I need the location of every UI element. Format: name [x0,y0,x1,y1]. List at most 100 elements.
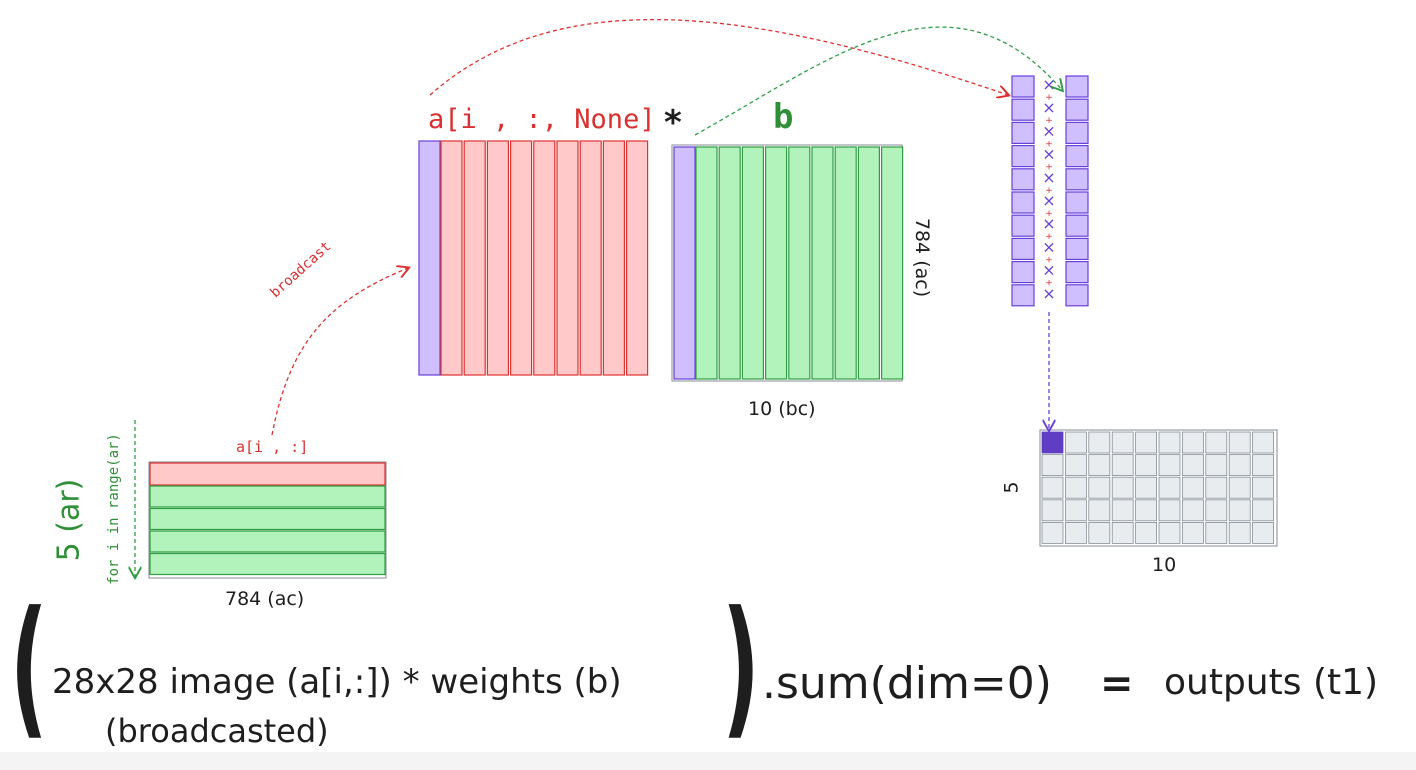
output-cell [1252,431,1274,454]
a-slice-3d-label: a[i , :, None] [428,104,656,135]
output-cell [1158,522,1181,544]
output-cell [1065,454,1087,477]
output-cell [1041,522,1064,544]
output-cell [1135,522,1157,544]
output-cell [1252,522,1274,544]
a-row [149,530,386,553]
b-rows-label: 784 (ac) [911,217,934,298]
output-rows-label: 5 [1000,481,1023,494]
right-product-cell [1065,214,1089,237]
b-weight-column [857,146,881,380]
output-cell [1041,454,1064,477]
output-cell [1065,522,1087,544]
b-weight-column [811,146,834,380]
right-product-cell [1065,261,1089,284]
a-row-label: a[i , :] [236,438,309,456]
green-curved-arrow [694,26,1062,136]
equals-sign: = [1100,661,1134,707]
output-cell [1158,476,1181,499]
multiply-cross: × [1042,121,1055,140]
b-weight-column [718,146,741,380]
b-weight-column [788,146,811,380]
output-cell [1088,454,1111,477]
output-cell [1065,431,1087,454]
output-cell [1228,476,1251,499]
a-broadcast-column [486,140,509,376]
add-plus: + [1045,93,1053,103]
right-product-cell [1065,191,1089,214]
output-cell [1182,499,1204,522]
output-cell [1135,454,1157,477]
output-cell [1041,499,1064,522]
add-plus: + [1045,209,1053,219]
b-weight-column [764,146,788,380]
output-cell [1205,454,1228,477]
output-cell [1228,499,1251,522]
ar-label: 5 (ar) [51,478,87,562]
a-broadcast-column [510,140,533,376]
a-broadcast-matrix [418,140,649,376]
equation-line2: (broadcasted) [105,712,329,750]
a-broadcast-column [579,140,602,376]
output-cell [1228,431,1251,454]
a-broadcast-column [533,140,556,376]
a-broadcast-column [440,140,463,376]
output-cell [1205,522,1228,544]
a-broadcast-column [625,140,649,376]
left-product-cell [1011,168,1035,191]
a-broadcast-column [556,140,579,376]
a-broadcast-column [463,140,486,376]
left-product-cell [1011,284,1035,307]
broadcast-arrow [271,268,408,436]
output-cell [1252,454,1274,477]
right-product-cell [1065,284,1089,307]
multiply-cross: × [1042,284,1055,303]
a-matrix-border [148,461,387,579]
multiply-cross: × [1042,75,1055,94]
output-cell [1205,476,1228,499]
right-product-cell [1065,145,1089,168]
close-paren: ) [722,580,760,754]
output-cell [1111,431,1134,454]
a-row [149,485,386,508]
output-cell [1228,454,1251,477]
output-cols-label: 10 [1152,554,1177,576]
loop-label: for i in range(ar) [105,433,122,585]
right-product-cell [1065,98,1089,121]
b-weight-column [741,146,765,380]
a-input-matrix [148,461,387,579]
output-cell [1182,454,1204,477]
a-row [149,552,386,576]
sum-expression: .sum(dim=0) [762,658,1052,709]
equation-line1: 28x28 image (a[i,:]) * weights (b) [52,662,622,702]
right-product-cell [1065,75,1089,98]
add-plus: + [1045,279,1053,289]
output-cell [1252,499,1274,522]
multiply-cross: × [1042,145,1055,164]
output-cell [1088,522,1111,544]
left-product-cell [1011,145,1035,168]
b-weights-matrix [671,144,904,382]
output-cell [1041,476,1064,499]
output-cell [1111,522,1134,544]
left-product-cell [1011,98,1035,121]
multiply-cross: × [1042,98,1055,117]
left-product-cell [1011,191,1035,214]
b-label: b [773,97,794,137]
output-cell [1111,454,1134,477]
left-product-cell [1011,121,1035,145]
multiply-cross: × [1042,261,1055,280]
multiply-cross: × [1042,214,1055,233]
output-cell [1182,522,1204,544]
output-cell [1158,499,1181,522]
output-cell [1088,476,1111,499]
outputs-label: outputs (t1) [1164,662,1379,703]
output-cell-highlight [1041,431,1064,454]
output-cell [1205,499,1228,522]
red-curved-arrow [429,18,1008,95]
right-product-cell [1065,168,1089,191]
multiply-cross: × [1042,237,1055,256]
output-cell [1135,431,1157,454]
add-plus: + [1045,116,1053,126]
